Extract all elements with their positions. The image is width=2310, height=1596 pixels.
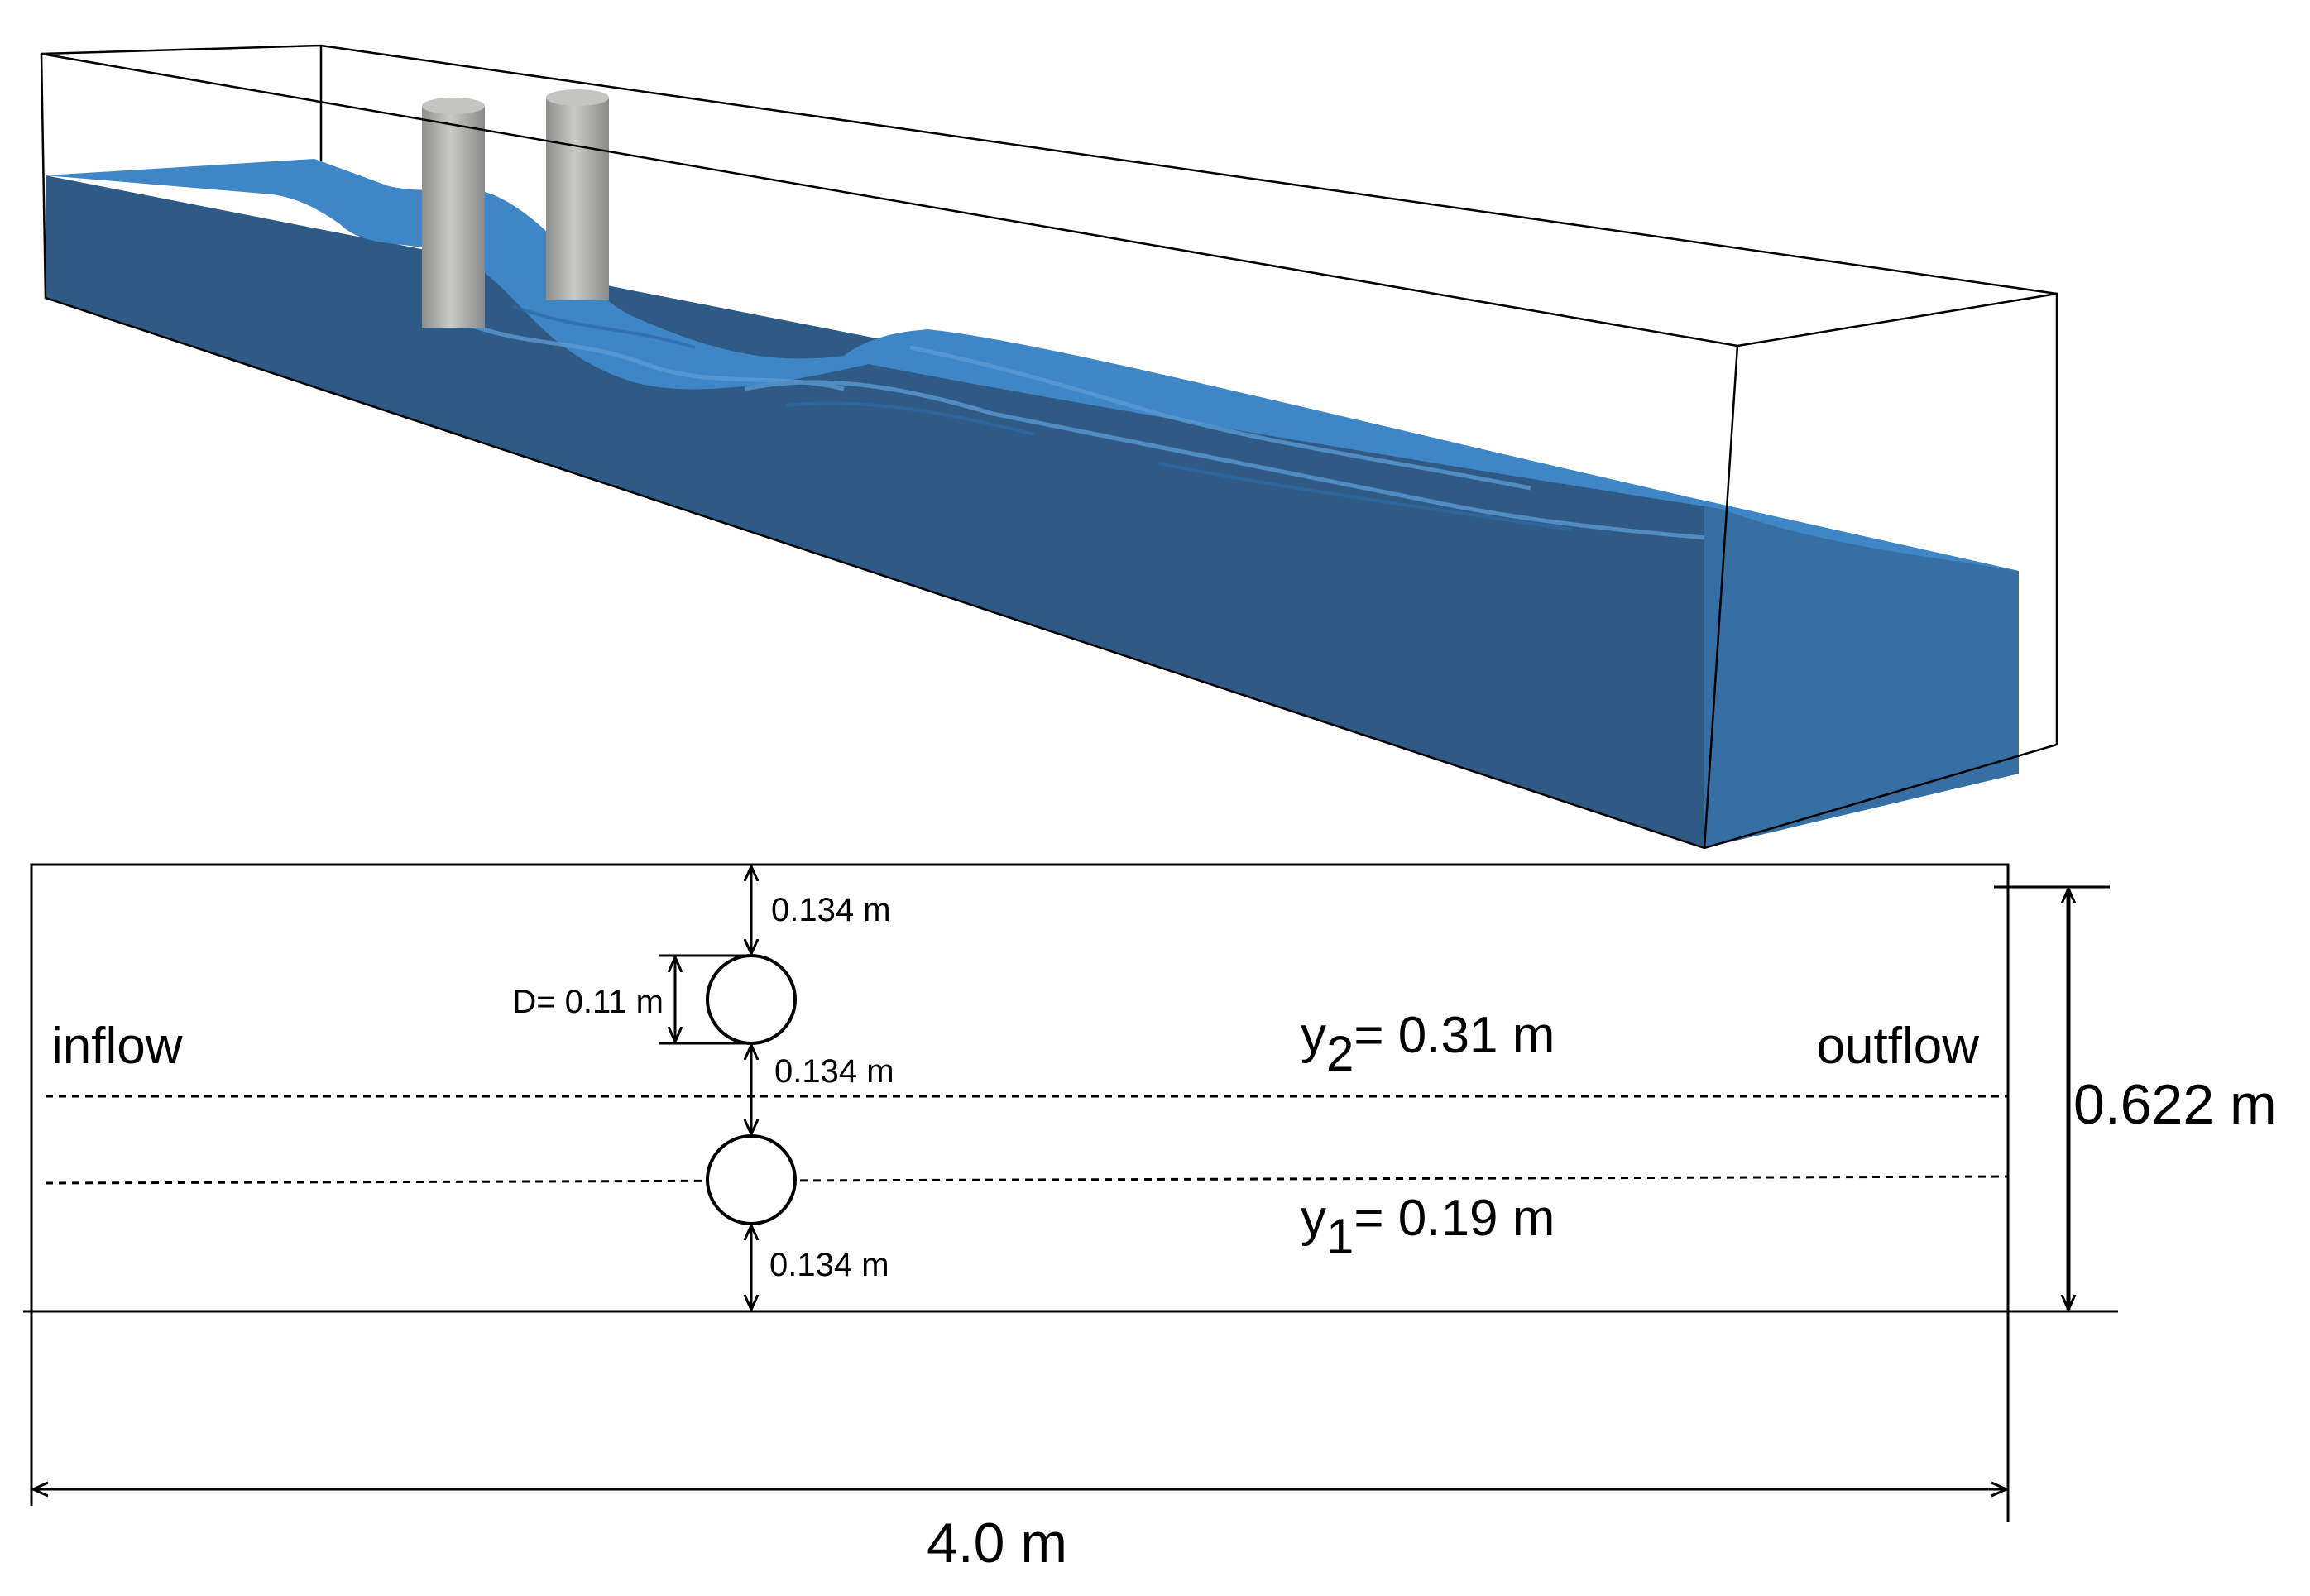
- y1-subscript: 1: [1326, 1209, 1354, 1264]
- y1-label: y1= 0.19 m: [1301, 1190, 1555, 1264]
- length-label: 4.0 m: [927, 1512, 1067, 1574]
- gap-middle-label: 0.134 m: [774, 1053, 894, 1090]
- domain-wireframe-front: [40, 52, 2058, 850]
- wake-texture: [462, 320, 1705, 540]
- channel-outline: [30, 863, 2010, 1313]
- domain-wireframe-back: [41, 44, 2058, 295]
- cylinder-top-circle: [706, 954, 797, 1045]
- width-label: 0.622 m: [2073, 1073, 2277, 1136]
- gap-bottom-label: 0.134 m: [769, 1247, 889, 1283]
- cylinder-bottom-circle: [706, 1134, 797, 1225]
- water-outflow-face: [1704, 501, 2019, 848]
- y1-variable: y: [1301, 1190, 1326, 1247]
- cylinder-right: [546, 89, 609, 300]
- plan-view-schematic: inflow outflow 0.134 m D= 0.11 m 0.134 m…: [23, 863, 2277, 1574]
- gap-top-label: 0.134 m: [771, 892, 891, 928]
- y2-label: y2= 0.31 m: [1301, 1007, 1555, 1081]
- y1-dashed-line: [45, 1175, 2009, 1185]
- diameter-label: D= 0.11 m: [512, 984, 664, 1020]
- simulation-3d-view: [40, 44, 2058, 850]
- outflow-label: outflow: [1817, 1018, 1980, 1075]
- y2-subscript: 2: [1326, 1026, 1354, 1081]
- y2-value: = 0.31 m: [1354, 1007, 1555, 1064]
- wake-shadow: [512, 304, 1573, 531]
- y1-value: = 0.19 m: [1354, 1190, 1555, 1247]
- cylinder-left: [422, 98, 485, 328]
- water-front-face: [46, 175, 2019, 848]
- y2-variable: y: [1301, 1007, 1326, 1064]
- inflow-label: inflow: [51, 1018, 183, 1075]
- water-free-surface: [46, 159, 2019, 571]
